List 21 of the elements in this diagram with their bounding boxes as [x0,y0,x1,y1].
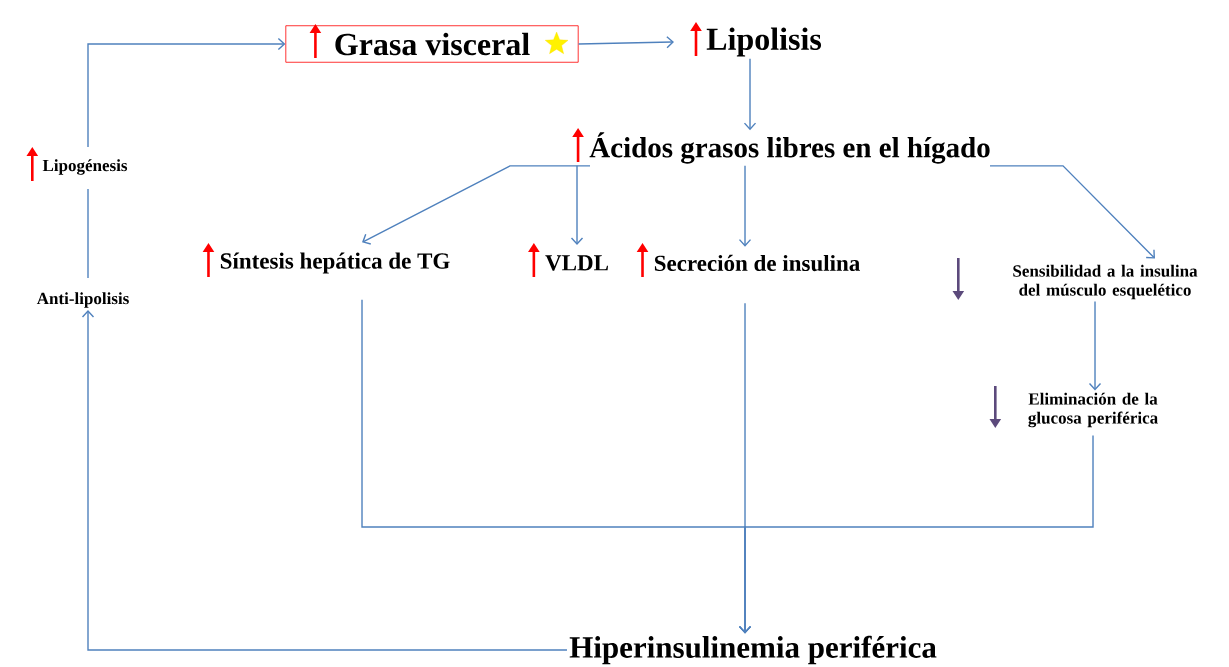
arrow [738,165,752,247]
process-label: Secreción de insulina [654,254,860,272]
arrow [1088,300,1102,391]
arrow [738,434,1094,634]
process-label: Eliminación de la glucosa periférica [1028,392,1158,428]
arrow [362,165,591,245]
highlighted-box: Grasa visceral [285,25,579,63]
process-label: Sensibilidad a la insulina del músculo esquelético [1013,264,1198,300]
process-label: Síntesis hepática de TG [220,252,450,274]
arrow [570,165,584,246]
arrow [81,309,568,651]
process-label: VLDL [545,255,608,271]
process-label: Hiperinsulinemia periférica [569,635,937,665]
arrow [989,165,1155,259]
process-label: Lipogénesis [42,159,128,175]
process-label: Anti-lipolisis [36,292,129,308]
arrow [577,35,674,49]
process-label: Ácidos grasos libres en el hígado [589,132,990,164]
process-label: Lipolisis [706,27,822,57]
arrow [743,58,757,131]
arrow [87,37,286,148]
